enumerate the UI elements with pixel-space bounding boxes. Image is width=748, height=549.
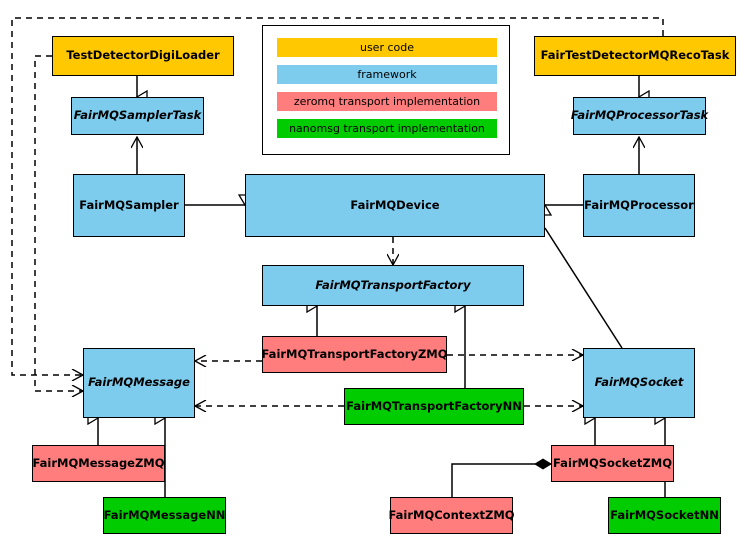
class-node-label: FairMQMessage bbox=[88, 375, 190, 390]
class-node-label: FairMQContextZMQ bbox=[388, 507, 515, 522]
class-node-label: FairMQMessageNN bbox=[103, 507, 226, 522]
legend-label-nanomsg: nanomsg transport implementation bbox=[289, 122, 485, 135]
class-node-FairTestDetectorMQRecoTask[interactable]: FairTestDetectorMQRecoTask bbox=[534, 36, 736, 76]
class-node-FairMQTransportFactory[interactable]: FairMQTransportFactory bbox=[262, 265, 524, 306]
class-node-FairMQContextZMQ[interactable]: FairMQContextZMQ bbox=[388, 497, 515, 534]
class-node-label: FairMQTransportFactoryNN bbox=[346, 398, 522, 413]
class-node-label: TestDetectorDigiLoader bbox=[66, 48, 220, 63]
class-node-label: FairMQSampler bbox=[79, 197, 179, 212]
class-node-FairMQSampler[interactable]: FairMQSampler bbox=[73, 174, 185, 237]
legend-label-user-code: user code bbox=[359, 41, 415, 54]
class-node-label: FairTestDetectorMQRecoTask bbox=[540, 48, 730, 63]
class-node-FairMQMessageNN[interactable]: FairMQMessageNN bbox=[103, 497, 226, 534]
class-node-label: FairMQProcessor bbox=[584, 197, 694, 212]
class-node-label: FairMQSocket bbox=[594, 375, 684, 390]
edge-contextzmq-socketzmq bbox=[451, 458, 552, 497]
class-node-label: FairMQSamplerTask bbox=[73, 108, 202, 123]
class-node-FairMQProcessor[interactable]: FairMQProcessor bbox=[583, 174, 695, 237]
class-node-FairMQMessageZMQ[interactable]: FairMQMessageZMQ bbox=[32, 445, 165, 482]
legend-item-zeromq: zeromq transport implementation bbox=[277, 92, 497, 111]
class-node-label: FairMQTransportFactory bbox=[315, 277, 471, 292]
class-node-FairMQSocketNN[interactable]: FairMQSocketNN bbox=[608, 497, 721, 534]
legend-item-nanomsg: nanomsg transport implementation bbox=[277, 119, 497, 138]
class-node-FairMQProcessorTask[interactable]: FairMQProcessorTask bbox=[570, 97, 709, 135]
class-node-label: FairMQSocketNN bbox=[610, 507, 719, 522]
class-node-FairMQSocketZMQ[interactable]: FairMQSocketZMQ bbox=[551, 445, 674, 482]
class-node-FairMQSamplerTask[interactable]: FairMQSamplerTask bbox=[71, 97, 204, 135]
class-node-label: FairMQDevice bbox=[350, 197, 440, 212]
class-node-label: FairMQSocketZMQ bbox=[553, 455, 672, 470]
class-node-label: FairMQMessageZMQ bbox=[32, 455, 165, 470]
class-node-TestDetectorDigiLoader[interactable]: TestDetectorDigiLoader bbox=[52, 36, 234, 76]
legend-item-user-code: user code bbox=[277, 38, 497, 57]
legend-label-zeromq: zeromq transport implementation bbox=[293, 95, 481, 108]
class-node-FairMQTransportFactoryZMQ[interactable]: FairMQTransportFactoryZMQ bbox=[261, 336, 448, 373]
class-node-label: FairMQTransportFactoryZMQ bbox=[261, 346, 448, 361]
class-node-label: FairMQProcessorTask bbox=[570, 108, 709, 123]
legend-item-framework: framework bbox=[277, 65, 497, 84]
class-node-FairMQTransportFactoryNN[interactable]: FairMQTransportFactoryNN bbox=[344, 388, 524, 425]
edge-device-socket bbox=[544, 227, 623, 349]
class-node-FairMQSocket[interactable]: FairMQSocket bbox=[583, 348, 695, 418]
legend-label-framework: framework bbox=[357, 68, 417, 81]
class-node-FairMQDevice[interactable]: FairMQDevice bbox=[245, 174, 545, 237]
class-node-FairMQMessage[interactable]: FairMQMessage bbox=[83, 348, 195, 418]
legend-panel: user code framework zeromq transport imp… bbox=[262, 25, 510, 155]
